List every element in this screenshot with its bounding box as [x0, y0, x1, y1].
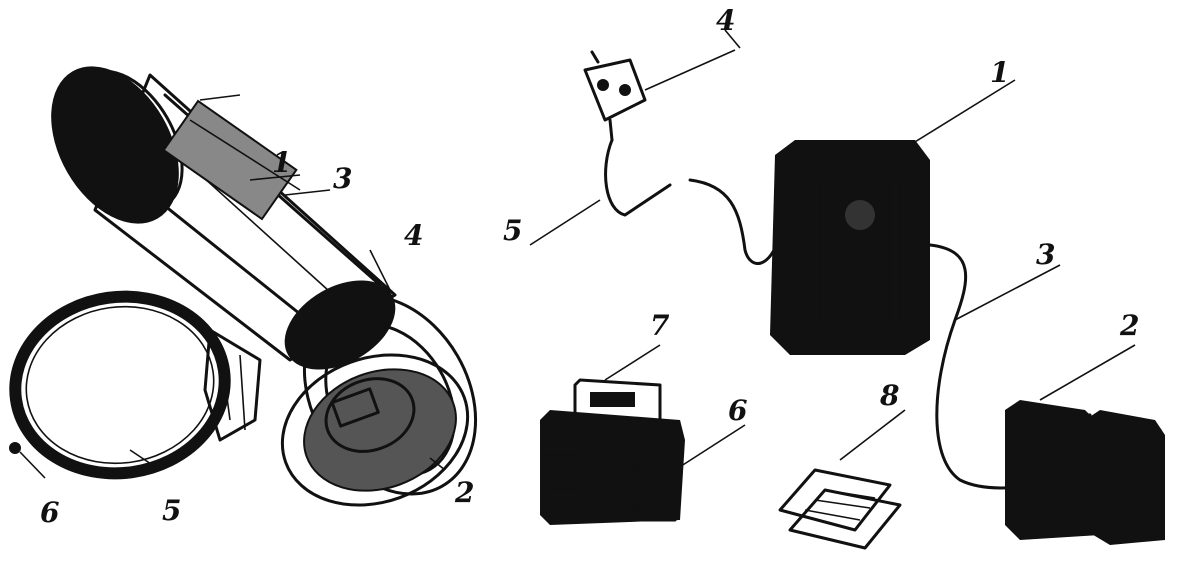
screw-head: [9, 442, 21, 454]
label-left-6: 6: [40, 496, 59, 529]
charger-unit: [770, 140, 930, 355]
label-left-3: 3: [333, 162, 352, 195]
label-left-4: 4: [404, 219, 423, 252]
mains-cord: [604, 138, 672, 217]
lamp-assembly: 1 3 4 2 5 6: [9, 66, 478, 529]
label-left-1: 1: [272, 146, 291, 179]
label-right-8: 8: [879, 379, 899, 412]
front-knurled-ring: [284, 280, 478, 496]
label-right-3: 3: [1036, 238, 1055, 271]
instruction-sheets: [778, 468, 902, 550]
cylinder-body: [93, 73, 397, 362]
svg-text:♀↕: ♀↕: [630, 497, 655, 516]
mains-plug: [583, 50, 647, 142]
front-lens-housing: [280, 353, 470, 507]
mains-cord-continued: [688, 178, 782, 265]
battery-pack: [1005, 400, 1165, 545]
label-right-5: 5: [503, 214, 522, 247]
label-left-5: 5: [162, 494, 181, 527]
svg-text:♀↕: ♀↕: [630, 460, 655, 479]
charger-kit: ♀↕ ♀↕ 4 5 1 3 2 7 6 8: [503, 4, 1165, 550]
label-right-1: 1: [990, 56, 1009, 89]
label-right-6: 6: [728, 394, 747, 427]
label-right-2: 2: [1119, 309, 1139, 342]
spare-bulb-boxes: ♀↕ ♀↕: [540, 378, 685, 525]
mounting-ring: [9, 290, 231, 480]
label-left-2: 2: [454, 476, 474, 509]
label-right-4: 4: [716, 4, 735, 37]
label-right-7: 7: [650, 309, 670, 342]
rear-knurled-cap: [51, 66, 184, 224]
